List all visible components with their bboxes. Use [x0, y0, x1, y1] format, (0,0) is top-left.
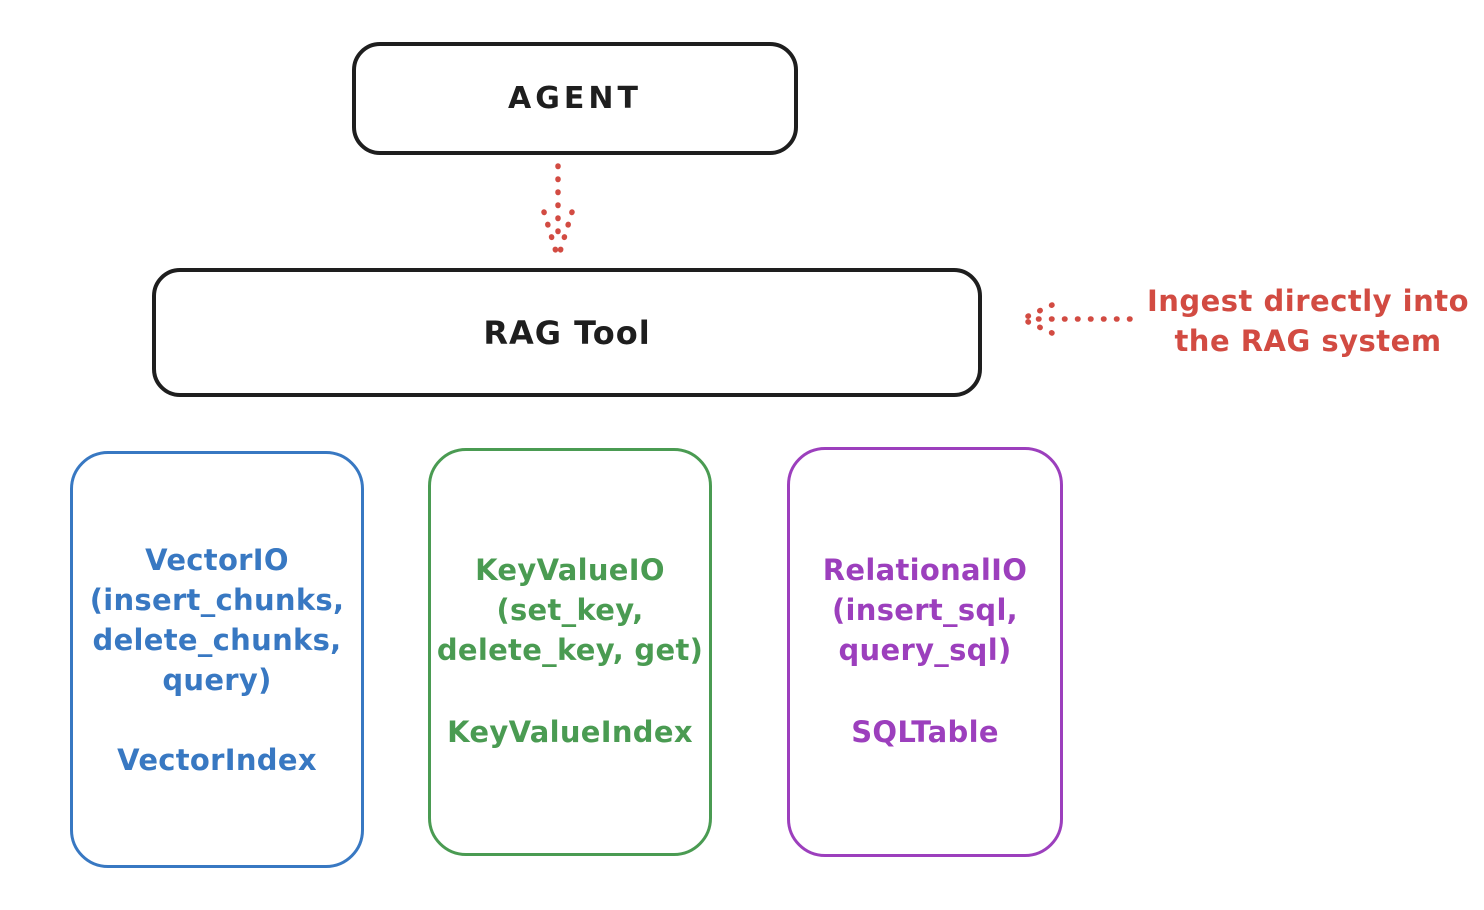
io-line: (insert_sql,	[831, 593, 1018, 627]
rag-tool-node: RAG Tool	[152, 268, 982, 397]
io-line: query_sql)	[838, 633, 1012, 667]
agent-label: AGENT	[508, 81, 642, 116]
ingest-annotation-line1: Ingest directly into	[1146, 284, 1470, 318]
vector-index-label: VectorIndex	[117, 743, 317, 777]
backend-node-vector-io: VectorIO (insert_chunks, delete_chunks, …	[70, 451, 364, 868]
ingest-annotation: Ingest directly into the RAG system	[1136, 281, 1480, 361]
io-line: (set_key,	[496, 593, 644, 627]
agent-node: AGENT	[352, 42, 798, 155]
io-line: VectorIO	[145, 543, 289, 577]
backend-node-keyvalue-io: KeyValueIO (set_key, delete_key, get) Ke…	[428, 448, 712, 856]
ingest-arrow-icon	[1019, 302, 1133, 336]
keyvalue-io-signature: KeyValueIO (set_key, delete_key, get)	[437, 451, 703, 670]
ingest-annotation-line2: the RAG system	[1174, 324, 1442, 358]
backend-node-relational-io: RelationalIO (insert_sql, query_sql) SQL…	[787, 447, 1063, 857]
io-line: query)	[162, 663, 272, 697]
relational-io-signature: RelationalIO (insert_sql, query_sql)	[823, 450, 1027, 670]
io-line: RelationalIO	[822, 553, 1028, 587]
io-line: delete_key, get)	[436, 633, 704, 667]
io-line: (insert_chunks,	[89, 583, 345, 617]
io-line: delete_chunks,	[92, 623, 342, 657]
vector-io-signature: VectorIO (insert_chunks, delete_chunks, …	[90, 454, 345, 700]
rag-tool-label: RAG Tool	[483, 313, 651, 352]
agent-to-ragtool-arrow-icon	[541, 163, 575, 258]
relational-table-label: SQLTable	[851, 715, 999, 749]
keyvalue-index-label: KeyValueIndex	[447, 715, 693, 749]
io-line: KeyValueIO	[475, 553, 665, 587]
